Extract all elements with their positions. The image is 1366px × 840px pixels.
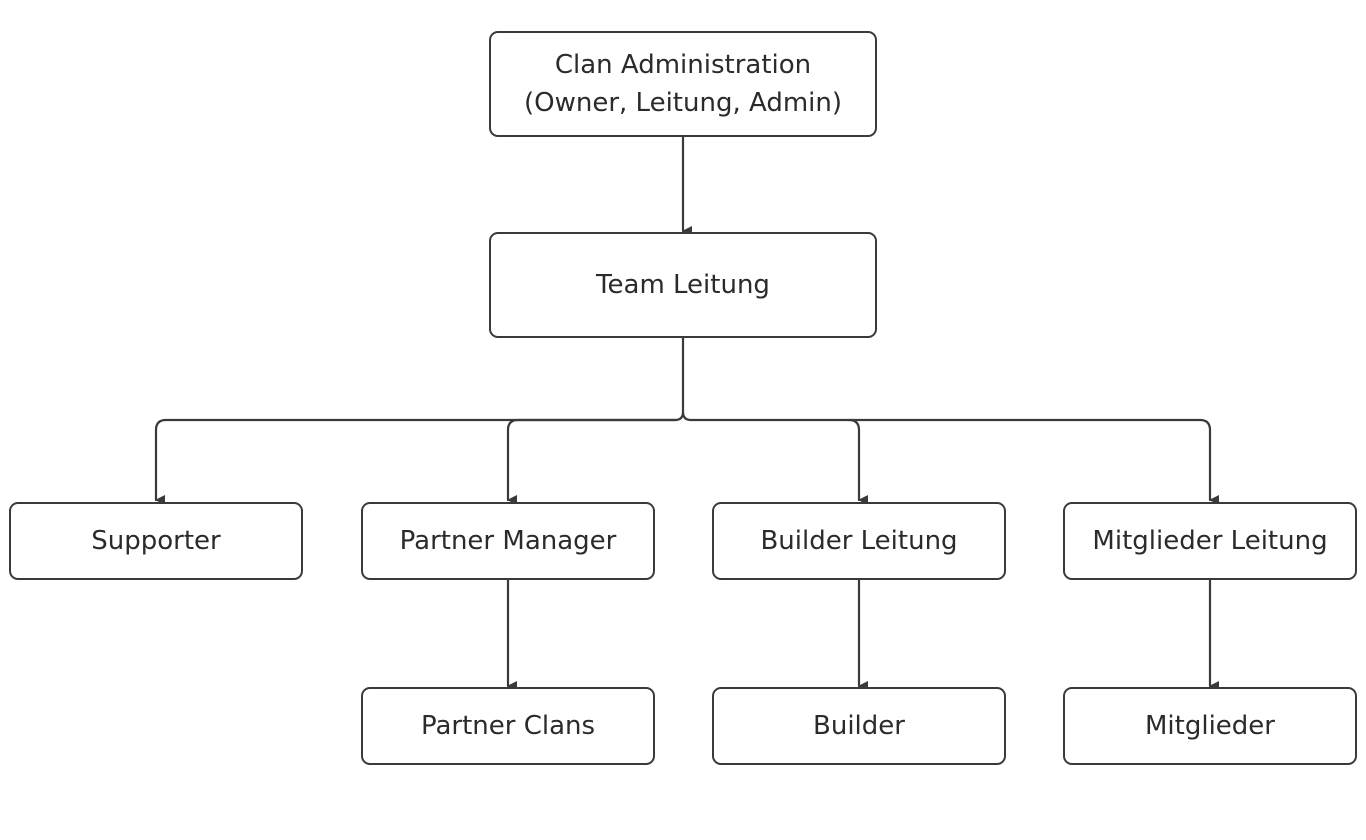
node-clan-administration: Clan Administration (Owner, Leitung, Adm… [489, 31, 877, 137]
node-supporter-label: Supporter [91, 526, 221, 556]
connector-to-partner-manager [506, 418, 677, 505]
node-builder-leitung: Builder Leitung [712, 502, 1006, 580]
node-builder: Builder [712, 687, 1006, 765]
node-builder-label: Builder [813, 711, 905, 741]
node-mitglieder-leitung-label: Mitglieder Leitung [1092, 526, 1328, 556]
connector-to-mitglieder-leitung [847, 418, 1219, 505]
node-team-leitung-label: Team Leitung [596, 270, 770, 300]
connector-to-builder-leitung [681, 410, 868, 505]
node-team-leitung: Team Leitung [489, 232, 877, 338]
node-partner-manager-label: Partner Manager [399, 526, 617, 556]
node-mitglieder-label: Mitglieder [1145, 711, 1275, 741]
node-clan-administration-line1: Clan Administration [554, 50, 812, 80]
node-mitglieder-leitung: Mitglieder Leitung [1063, 502, 1357, 580]
node-clan-administration-line2: (Owner, Leitung, Admin) [523, 88, 842, 118]
node-builder-leitung-label: Builder Leitung [760, 526, 958, 556]
node-mitglieder: Mitglieder [1063, 687, 1357, 765]
node-partner-clans-label: Partner Clans [420, 711, 596, 741]
node-partner-manager: Partner Manager [361, 502, 655, 580]
node-partner-clans: Partner Clans [361, 687, 655, 765]
node-supporter: Supporter [9, 502, 303, 580]
